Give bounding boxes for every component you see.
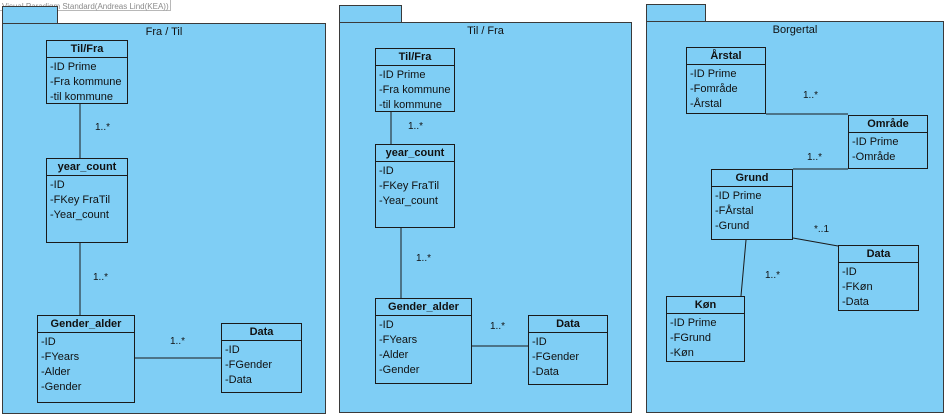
class-attribute: -ID Prime [379,69,426,81]
class-gender-alder[interactable]: Gender_alder -ID -FYears -Alder -Gender [37,315,135,403]
class-attribute: -Gender [379,364,420,376]
class-attribute: -Year_count [379,195,438,207]
class-name: Til/Fra [47,41,127,58]
multiplicity-label: 1..* [95,122,111,133]
class-attribute: -ID Prime [715,190,762,202]
class-til-fra[interactable]: Til/Fra -ID Prime -Fra kommune -til komm… [375,48,455,112]
class-attribute: -til kommune [379,99,442,111]
class-attribute: -FGender [225,359,273,371]
multiplicity-label: 1..* [170,336,186,347]
class-til-fra[interactable]: Til/Fra -ID Prime -Fra kommune -til komm… [46,40,128,104]
multiplicity-label: 1..* [803,90,819,101]
class-attribute: -ID Prime [852,136,899,148]
class-attribute: -ID Prime [50,61,97,73]
class-name: year_count [47,159,127,176]
multiplicity-label: 1..* [807,152,823,163]
package-title: Fra / Til [145,26,183,38]
class-attribute: -Område [852,151,896,163]
multiplicity-label: 1..* [408,121,424,132]
class-grund[interactable]: Grund -ID Prime -FÅrstal -Grund [711,169,793,240]
class-omraade[interactable]: Område -ID Prime -Område [848,115,928,169]
class-attribute: -Grund [715,220,750,232]
class-name: Område [849,116,927,133]
class-attribute: -ID [50,179,65,191]
class-name: Data [839,246,918,263]
class-attribute: -FKøn [842,281,873,293]
class-attribute: -ID [379,165,394,177]
watermark-frame [0,0,171,11]
watermark: Visual Paradigm Standard(Andreas Lind(KE… [2,2,169,11]
class-koen[interactable]: Køn -ID Prime -FGrund -Køn [666,296,745,362]
class-attribute: -Gender [41,381,82,393]
package-title: Til / Fra [467,25,504,37]
class-data[interactable]: Data -ID -FGender -Data [528,315,608,385]
class-name: Gender_alder [376,299,471,316]
class-name: Data [222,324,301,341]
class-name: Køn [667,297,744,314]
class-year-count[interactable]: year_count -ID -FKey FraTil -Year_count [375,144,455,228]
multiplicity-label: 1..* [93,272,109,283]
class-attribute: -Data [842,296,869,308]
class-attribute: -Fområde [690,83,738,95]
class-attribute: -Årstal [690,98,722,110]
class-gender-alder[interactable]: Gender_alder -ID -FYears -Alder -Gender [375,298,472,384]
package-title: Borgertal [772,24,818,36]
class-attribute: -til kommune [50,91,113,103]
class-year-count[interactable]: year_count -ID -FKey FraTil -Year_count [46,158,128,243]
class-attribute: -Data [532,366,559,378]
class-attribute: -Alder [41,366,71,378]
class-attribute: -ID [41,336,56,348]
class-attribute: -Alder [379,349,409,361]
class-attribute: -ID [532,336,547,348]
class-attribute: -FKey FraTil [50,194,111,206]
multiplicity-label: 1..* [490,321,506,332]
class-attribute: -ID [842,266,857,278]
multiplicity-label: *..1 [814,224,830,235]
assoc-grund-data [792,237,839,247]
class-attribute: -Year_count [50,209,109,221]
class-data[interactable]: Data -ID -FGender -Data [221,323,302,393]
class-attribute: -ID [379,319,394,331]
class-attribute: -FYears [41,351,80,363]
class-attribute: -FYears [379,334,418,346]
class-name: year_count [376,145,454,162]
class-name: Årstal [687,48,765,65]
class-attribute: -FÅrstal [715,205,754,217]
class-attribute: -Køn [670,347,694,359]
class-attribute: -Fra kommune [379,84,451,96]
class-attribute: -ID Prime [670,317,717,329]
class-attribute: -Data [225,374,252,386]
class-attribute: -FKey FraTil [379,180,440,192]
class-attribute: -ID [225,344,240,356]
class-attribute: -FGender [532,351,580,363]
class-attribute: -FGrund [670,332,711,344]
class-name: Til/Fra [376,49,454,66]
class-attribute: -Fra kommune [50,76,122,88]
assoc-grund-koen [740,239,747,297]
class-name: Gender_alder [38,316,134,333]
class-name: Grund [712,170,792,187]
multiplicity-label: 1..* [765,270,781,281]
multiplicity-label: 1..* [416,253,432,264]
class-aarstal[interactable]: Årstal -ID Prime -Fområde -Årstal [686,47,766,114]
class-name: Data [529,316,607,333]
class-data[interactable]: Data -ID -FKøn -Data [838,245,919,311]
class-attribute: -ID Prime [690,68,737,80]
